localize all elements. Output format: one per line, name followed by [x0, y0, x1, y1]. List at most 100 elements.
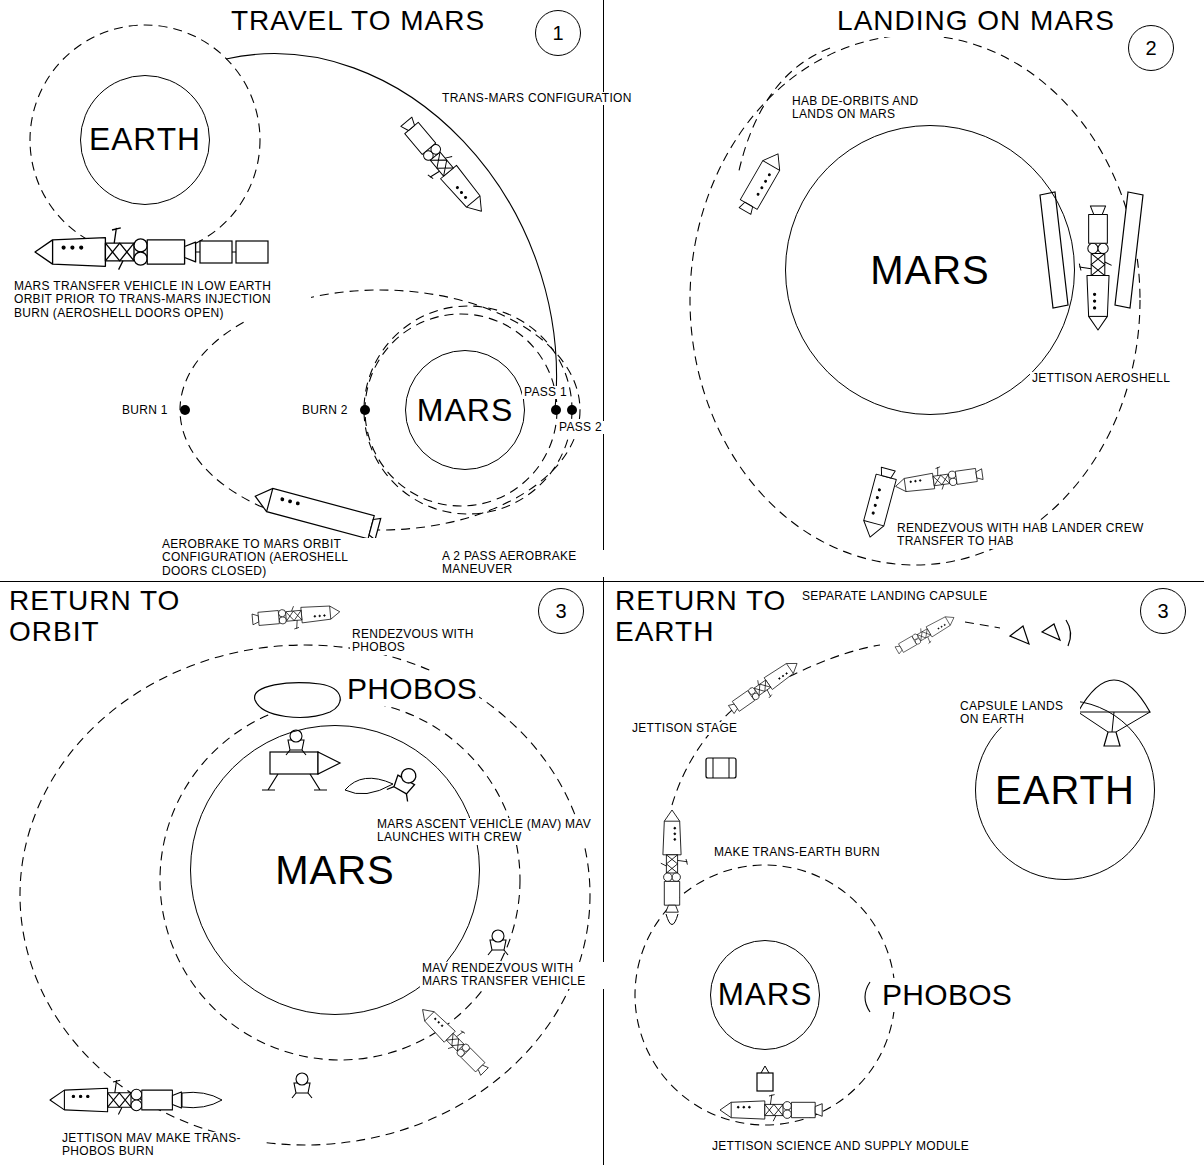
callout-label: MARS TRANSFER VEHICLE IN LOW EARTH ORBIT… — [12, 280, 311, 320]
step-number-circle: 2 — [1128, 25, 1174, 71]
spacecraft — [1104, 732, 1120, 746]
planet-circle: MARS — [405, 350, 525, 470]
callout-label: SEPARATE LANDING CAPSULE — [800, 590, 989, 603]
spacecraft — [488, 930, 508, 955]
spacecraft — [860, 466, 898, 539]
orbit-path — [364, 306, 572, 514]
spacecraft — [661, 611, 1150, 1121]
spacecraft — [288, 500, 291, 503]
step-number-circle: 3 — [1140, 588, 1186, 634]
orbit-path — [20, 645, 590, 1145]
spacecraft — [267, 488, 381, 540]
planet-name: EARTH — [995, 770, 1135, 810]
spacecraft — [720, 1095, 822, 1122]
burn-point — [567, 405, 577, 415]
step-number-circle: 1 — [535, 10, 581, 56]
spacecraft — [737, 149, 1143, 540]
spacecraft — [666, 914, 678, 925]
spacecraft — [1115, 192, 1143, 308]
callout-label: JETTISON AEROSHELL — [1030, 372, 1172, 385]
callout-label: AEROBRAKE TO MARS ORBIT CONFIGURATION (A… — [160, 538, 389, 578]
phobos-moon — [255, 683, 341, 718]
callout-number: 3 — [1157, 601, 1168, 621]
callout-label: PASS 1 — [522, 386, 569, 399]
mission-panel: RETURN TO ORBIT3MARS — [0, 582, 604, 1165]
callout-label: CAPSULE LANDS ON EARTH — [958, 700, 1080, 727]
spacecraft — [757, 1073, 773, 1091]
spacecraft — [182, 1092, 222, 1107]
spacecraft — [50, 1080, 181, 1114]
burn-point — [360, 405, 370, 415]
mission-panel: RETURN TO EARTH 3EARTH MARS — [604, 582, 1204, 1165]
burn-point — [551, 405, 561, 415]
spacecraft — [252, 602, 341, 632]
callout-label: MARS ASCENT VEHICLE (MAV) MAV LAUNCHES W… — [375, 818, 594, 845]
mission-panel: LANDING ON MARS2MARS — [604, 0, 1204, 582]
callout-label: A 2 PASS AEROBRAKE MANEUVER — [440, 550, 604, 577]
planet-circle: EARTH — [80, 75, 210, 205]
panel-title: LANDING ON MARS — [834, 6, 1118, 37]
trajectory — [226, 54, 557, 410]
moon-name: PHOBOS — [880, 978, 1014, 1012]
spacecraft — [661, 810, 688, 912]
spacecraft — [200, 241, 232, 263]
spacecraft — [262, 752, 340, 790]
planet-name: MARS — [718, 979, 813, 1010]
trajectory — [672, 622, 1000, 805]
step-number-circle: 3 — [538, 588, 584, 634]
spacecraft — [262, 774, 327, 790]
planet-name: MARS — [417, 394, 513, 426]
spacecraft — [252, 485, 374, 539]
callout-label: MAV RENDEZVOUS WITH MARS TRANSFER VEHICL… — [420, 962, 606, 989]
spacecraft — [196, 241, 268, 263]
callout-number: 3 — [555, 601, 566, 621]
spacecraft — [236, 241, 268, 263]
spacecraft — [1010, 626, 1029, 644]
planet-name: MARS — [275, 850, 395, 890]
spacecraft — [713, 758, 729, 778]
panel-title: TRAVEL TO MARS — [228, 6, 488, 37]
spacecraft — [393, 114, 491, 223]
spacecraft — [252, 485, 381, 541]
spacecraft — [726, 656, 804, 719]
phobos-moon — [865, 982, 870, 1012]
spacecraft — [281, 498, 284, 501]
callout-label: JETTISON SCIENCE AND SUPPLY MODULE — [710, 1140, 971, 1153]
callout-label: JETTISON STAGE — [630, 722, 739, 735]
orbit-path — [160, 700, 520, 1060]
spacecraft — [387, 764, 423, 802]
orbit-path — [20, 645, 590, 1145]
callout-label: PASS 2 — [557, 421, 604, 434]
spacecraft — [35, 114, 491, 541]
callout-label: RENDEZVOUS WITH PHOBOS — [350, 628, 494, 655]
planet-circle: MARS — [710, 940, 820, 1050]
spacecraft — [286, 730, 306, 755]
spacecraft — [270, 752, 318, 774]
spacecraft — [1079, 206, 1111, 330]
spacecraft — [296, 502, 299, 505]
callout-label: TRANS-MARS CONFIGURATION — [440, 92, 634, 105]
orbit-path — [180, 290, 580, 530]
callout-label: MAKE TRANS-EARTH BURN — [712, 846, 882, 859]
spacecraft — [1078, 712, 1150, 732]
spacecraft — [1078, 680, 1150, 712]
burn-point — [180, 405, 190, 415]
callout-number: 1 — [552, 23, 563, 43]
orbit-path — [690, 35, 1140, 565]
orbit-path — [365, 314, 557, 506]
callout-label: HAB DE-ORBITS AND LANDS ON MARS — [790, 95, 944, 122]
spacecraft — [35, 228, 196, 270]
spacecraft — [1040, 192, 1068, 308]
spacecraft — [737, 149, 787, 216]
spacecraft — [894, 461, 984, 496]
spacecraft — [706, 758, 736, 778]
panel-title: RETURN TO EARTH — [612, 586, 808, 648]
spacecraft — [292, 1073, 312, 1098]
spacecraft — [893, 611, 958, 659]
spacecraft — [1042, 620, 1071, 646]
spacecraft — [416, 1000, 494, 1078]
burn-point — [180, 405, 577, 415]
spacecraft — [345, 778, 393, 794]
